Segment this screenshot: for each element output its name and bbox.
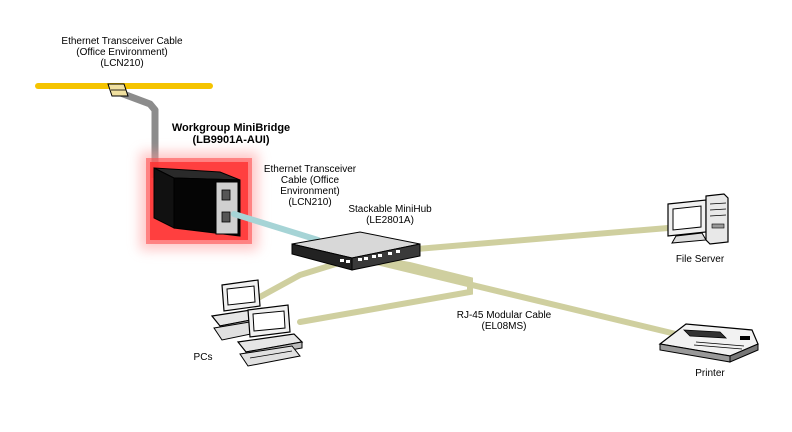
printer-text: Printer <box>695 368 725 379</box>
hub-line1: Stackable MiniHub <box>348 204 432 215</box>
aui-cable <box>231 211 321 243</box>
top-cable-line3: (LCN210) <box>100 58 144 69</box>
file-server-icon <box>667 193 729 245</box>
mid-cable-line4: (LCN210) <box>288 197 332 208</box>
bridge-line1: Workgroup MiniBridge <box>171 122 291 134</box>
label-minibridge: Workgroup MiniBridge (LB9901A-AUI) <box>166 122 296 146</box>
label-mid-cable: Ethernet Transceiver Cable (Office Envir… <box>255 164 365 208</box>
minihub-icon <box>291 231 421 271</box>
top-cable-line2: (Office Environment) <box>76 47 168 58</box>
top-cable-line1: Ethernet Transceiver Cable <box>61 36 183 47</box>
rj45-line2: (EL08MS) <box>481 321 527 332</box>
mid-cable-line3: Environment) <box>280 186 340 197</box>
transceiver-tap-icon <box>107 83 129 97</box>
file-server-text: File Server <box>675 254 725 265</box>
label-minihub: Stackable MiniHub (LE2801A) <box>340 204 440 226</box>
pcs-text: PCs <box>193 352 213 363</box>
bridge-line2: (LB9901A-AUI) <box>192 134 270 146</box>
mid-cable-line2: Cable (Office <box>280 175 340 186</box>
minibridge-icon <box>153 167 241 237</box>
rj45-line1: RJ-45 Modular Cable <box>456 310 552 321</box>
transceiver-cable-top <box>116 88 159 178</box>
label-printer: Printer <box>680 368 740 379</box>
label-rj45: RJ-45 Modular Cable (EL08MS) <box>444 310 564 332</box>
label-top-cable: Ethernet Transceiver Cable (Office Envir… <box>52 36 192 69</box>
label-file-server: File Server <box>660 254 740 265</box>
hub-line2: (LE2801A) <box>366 215 414 226</box>
mid-cable-line1: Ethernet Transceiver <box>263 164 357 175</box>
printer-icon <box>658 323 759 363</box>
label-pcs: PCs <box>188 352 218 363</box>
pc-front-icon <box>236 304 304 367</box>
